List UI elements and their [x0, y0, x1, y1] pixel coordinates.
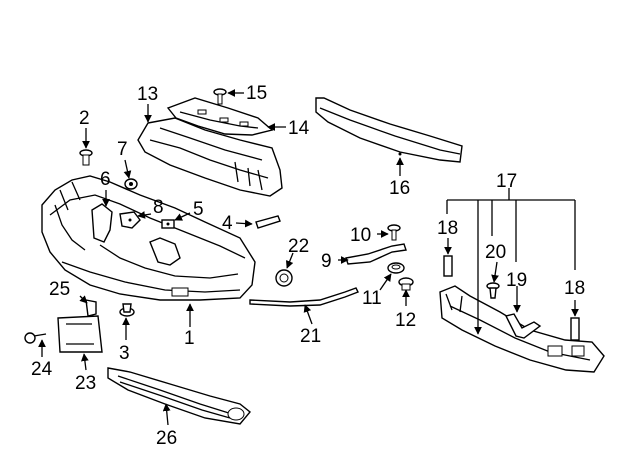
label-17: 17	[496, 171, 517, 192]
part-16-impact-bar	[315, 97, 463, 163]
part-23-license-bracket	[57, 315, 103, 353]
label-25: 25	[49, 279, 70, 300]
label-18-left: 18	[437, 218, 458, 239]
label-10: 10	[350, 225, 371, 246]
label-16: 16	[389, 178, 410, 199]
part-18-left-strip	[443, 255, 453, 277]
part-14-upper-bracket	[166, 97, 274, 136]
label-5: 5	[193, 199, 204, 220]
label-12: 12	[395, 310, 416, 331]
part-labels: 15 13 14 16 2 7 6 8 5 4 22 1 21 10 9 11 …	[31, 83, 585, 449]
leader-lines	[38, 89, 579, 426]
part-9-bracket	[345, 243, 407, 265]
label-11: 11	[362, 288, 382, 309]
label-18-right: 18	[564, 278, 585, 299]
part-10-screw-icon	[387, 224, 401, 241]
part-22-grommet-icon	[275, 269, 293, 287]
part-8-retainer-icon	[119, 211, 141, 229]
part-2-push-pin-icon	[79, 149, 93, 166]
label-14: 14	[288, 118, 310, 139]
part-19-bracket	[504, 313, 542, 339]
part-26-lower-grille	[107, 367, 251, 425]
part-7-clip-icon	[124, 178, 138, 190]
part-20-push-pin-icon	[486, 282, 500, 299]
label-20: 20	[485, 242, 506, 263]
part-21-molding-strip	[249, 287, 359, 307]
part-24-screw-icon	[24, 332, 47, 344]
label-13: 13	[137, 84, 158, 105]
part-15-bolt-icon	[213, 88, 227, 105]
part-18-right-strip	[570, 317, 580, 341]
label-1: 1	[184, 328, 195, 349]
label-4: 4	[222, 213, 233, 234]
part-5-pad-icon	[161, 219, 175, 229]
label-9: 9	[321, 251, 332, 272]
label-8: 8	[153, 197, 164, 218]
part-1-bumper-cover	[41, 175, 256, 301]
part-13-energy-absorber	[137, 117, 283, 197]
part-3-push-pin-icon	[119, 303, 135, 317]
label-19: 19	[506, 270, 527, 291]
label-22: 22	[288, 236, 309, 257]
part-6-side-bracket	[91, 203, 113, 243]
label-7: 7	[117, 139, 128, 160]
part-25-clip-icon	[85, 299, 97, 317]
label-23: 23	[75, 373, 96, 394]
label-6: 6	[100, 169, 111, 190]
part-12-nut-icon	[398, 277, 414, 291]
label-15: 15	[246, 83, 267, 104]
label-21: 21	[300, 326, 321, 347]
part-11-nut-icon	[387, 262, 405, 274]
label-2: 2	[79, 108, 90, 129]
label-3: 3	[119, 343, 130, 364]
part-4-trim-strip	[255, 215, 281, 229]
label-26: 26	[156, 428, 177, 449]
label-24: 24	[31, 359, 53, 380]
